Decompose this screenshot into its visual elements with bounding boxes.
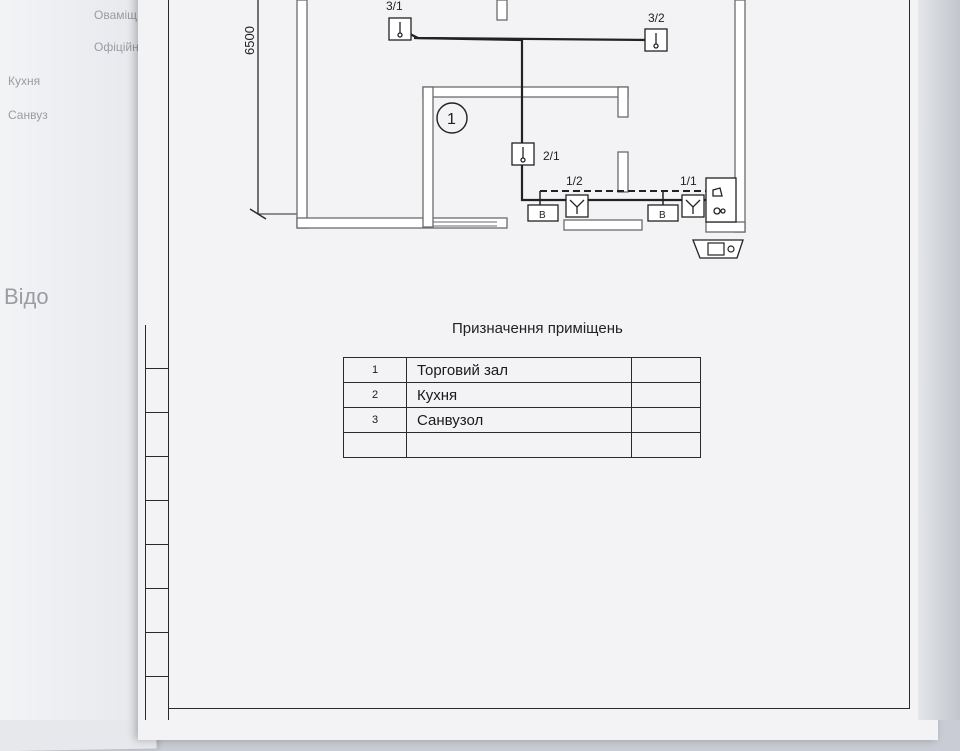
room-number: 2 [343,382,407,408]
water-heater-box [647,204,679,222]
room-number [343,432,407,458]
background-row-fragment: Кухня [8,74,41,88]
background-page-shade [0,0,150,720]
room-number: 3 [343,407,407,433]
room-name: Кухня [406,382,632,408]
walls [296,0,746,233]
table-caption: Призначення приміщень [452,320,623,337]
room-extra [631,407,701,433]
pipe-line [520,165,715,202]
pipe-line [413,36,524,150]
rooms-table: 1 Торговий зал 2 Кухня 3 Санвузол [343,357,701,458]
tap-icons [397,22,726,215]
heater-label: В [539,210,546,221]
table-row: 2 Кухня [343,382,701,408]
background-row-fragment: Офіційн [94,40,139,54]
floor-plan-drawing: 6500 1 В [242,0,746,259]
page-edge [918,0,960,720]
room-extra [631,432,701,458]
outdoor-unit [692,239,744,259]
room-marker-label: 1 [447,111,456,128]
toilet-box [705,177,737,223]
dimension-label: 6500 [242,26,257,55]
room-extra [631,382,701,408]
table-row: 1 Торговий зал [343,357,701,383]
background-row-fragment: Санвуз [8,108,48,122]
water-heater-box [527,204,559,222]
room-name [406,432,632,458]
room-name: Торговий зал [406,357,632,383]
room-name: Санвузол [406,407,632,433]
room-marker-circle [436,102,468,134]
sink-box [565,194,589,218]
room-number: 1 [343,357,407,383]
heater-label: В [659,210,666,221]
fixture-label: 3/2 [648,11,665,25]
fixture-label: 3/1 [386,0,403,13]
fixture-label: 1/2 [566,174,583,188]
fixture-label: 2/1 [543,149,560,163]
background-heading: Відо [4,284,49,309]
room-extra [631,357,701,383]
background-row-fragment: Оваміщ [94,8,138,22]
title-block-strip [145,325,169,720]
sink-box [681,194,705,218]
fixture-label: 1/1 [680,174,697,188]
table-row [343,432,701,458]
table-row: 3 Санвузол [343,407,701,433]
